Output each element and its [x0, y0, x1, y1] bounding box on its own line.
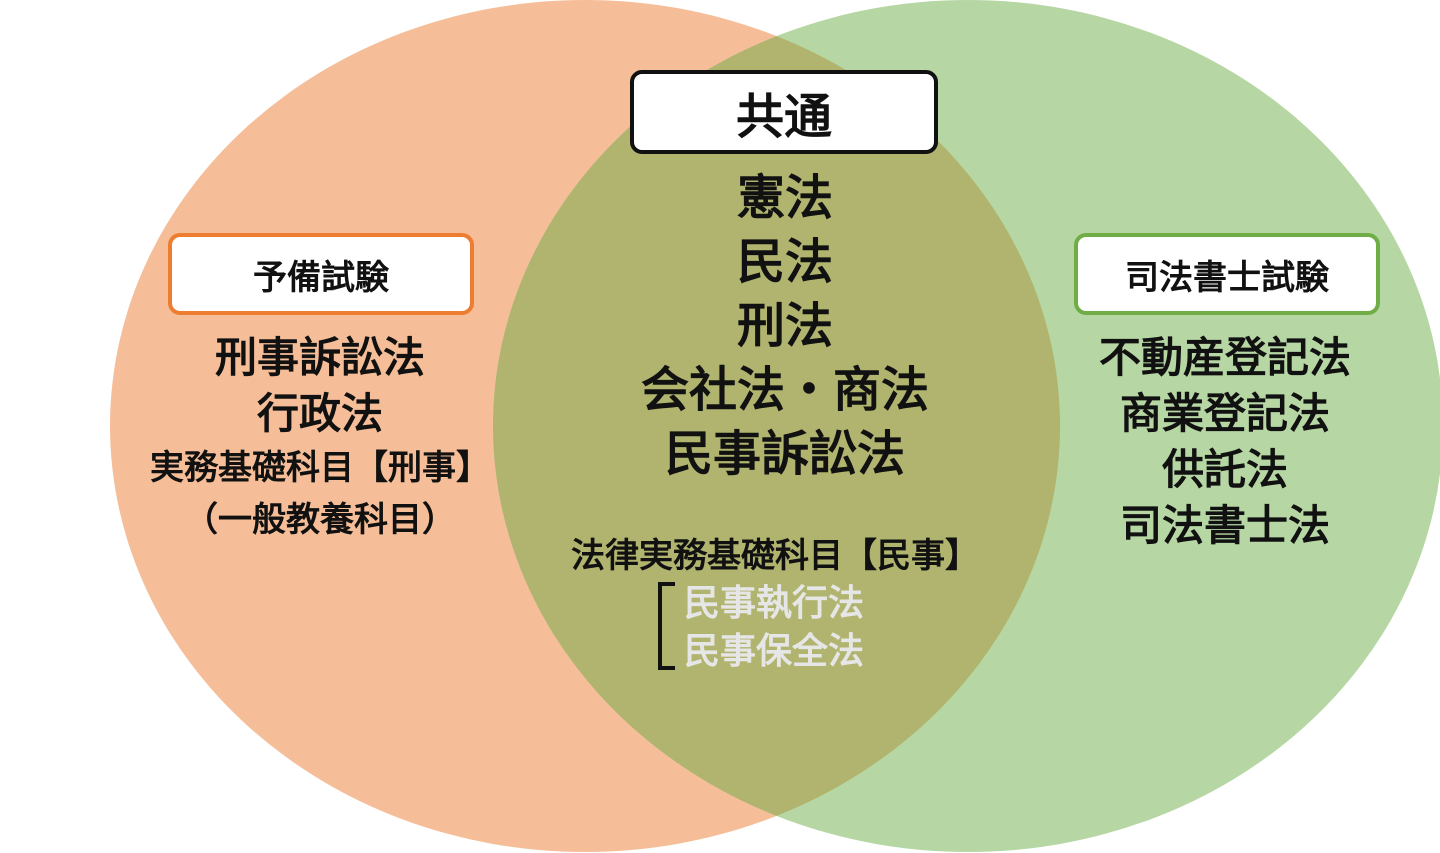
subject: 行政法: [256, 389, 383, 438]
subject: 刑法: [736, 298, 833, 354]
shihoshoshi-title: 司法書士試験: [1125, 257, 1329, 298]
subject: （一般教養科目）: [184, 500, 456, 540]
subject: 民事訴訟法: [664, 426, 905, 482]
subject: 民法: [736, 234, 833, 290]
subject: 供託法: [1161, 445, 1288, 494]
subject: 実務基礎科目【刑事】: [150, 448, 490, 488]
sub-subject: 民事執行法: [684, 583, 865, 624]
common-title: 共通: [735, 89, 832, 145]
practical-sub-list: 民事執行法 民事保全法: [684, 580, 864, 676]
shihoshoshi-title-box: 司法書士試験: [1074, 233, 1380, 315]
subject: 刑事訴訟法: [214, 333, 425, 382]
yobi-subject-list: 刑事訴訟法 行政法 実務基礎科目【刑事】 （一般教養科目）: [110, 330, 530, 546]
subject: 不動産登記法: [1098, 333, 1351, 382]
yobi-title-box: 予備試験: [168, 233, 474, 315]
practical-subject: 法律実務基礎科目【民事】: [571, 536, 979, 576]
bracket: [658, 582, 675, 670]
subject: 商業登記法: [1119, 389, 1330, 438]
common-title-box: 共通: [630, 70, 938, 154]
subject: 会社法・商法: [640, 362, 929, 418]
overlap-region: [493, 0, 1060, 852]
common-subject-list: 憲法 民法 刑法 会社法・商法 民事訴訟法: [560, 166, 1010, 486]
subject: 司法書士法: [1119, 501, 1330, 550]
sub-subject: 民事保全法: [684, 631, 865, 672]
subject: 憲法: [736, 170, 833, 226]
shihoshoshi-subject-list: 不動産登記法 商業登記法 供託法 司法書士法: [1030, 330, 1420, 554]
yobi-title: 予備試験: [253, 257, 389, 298]
